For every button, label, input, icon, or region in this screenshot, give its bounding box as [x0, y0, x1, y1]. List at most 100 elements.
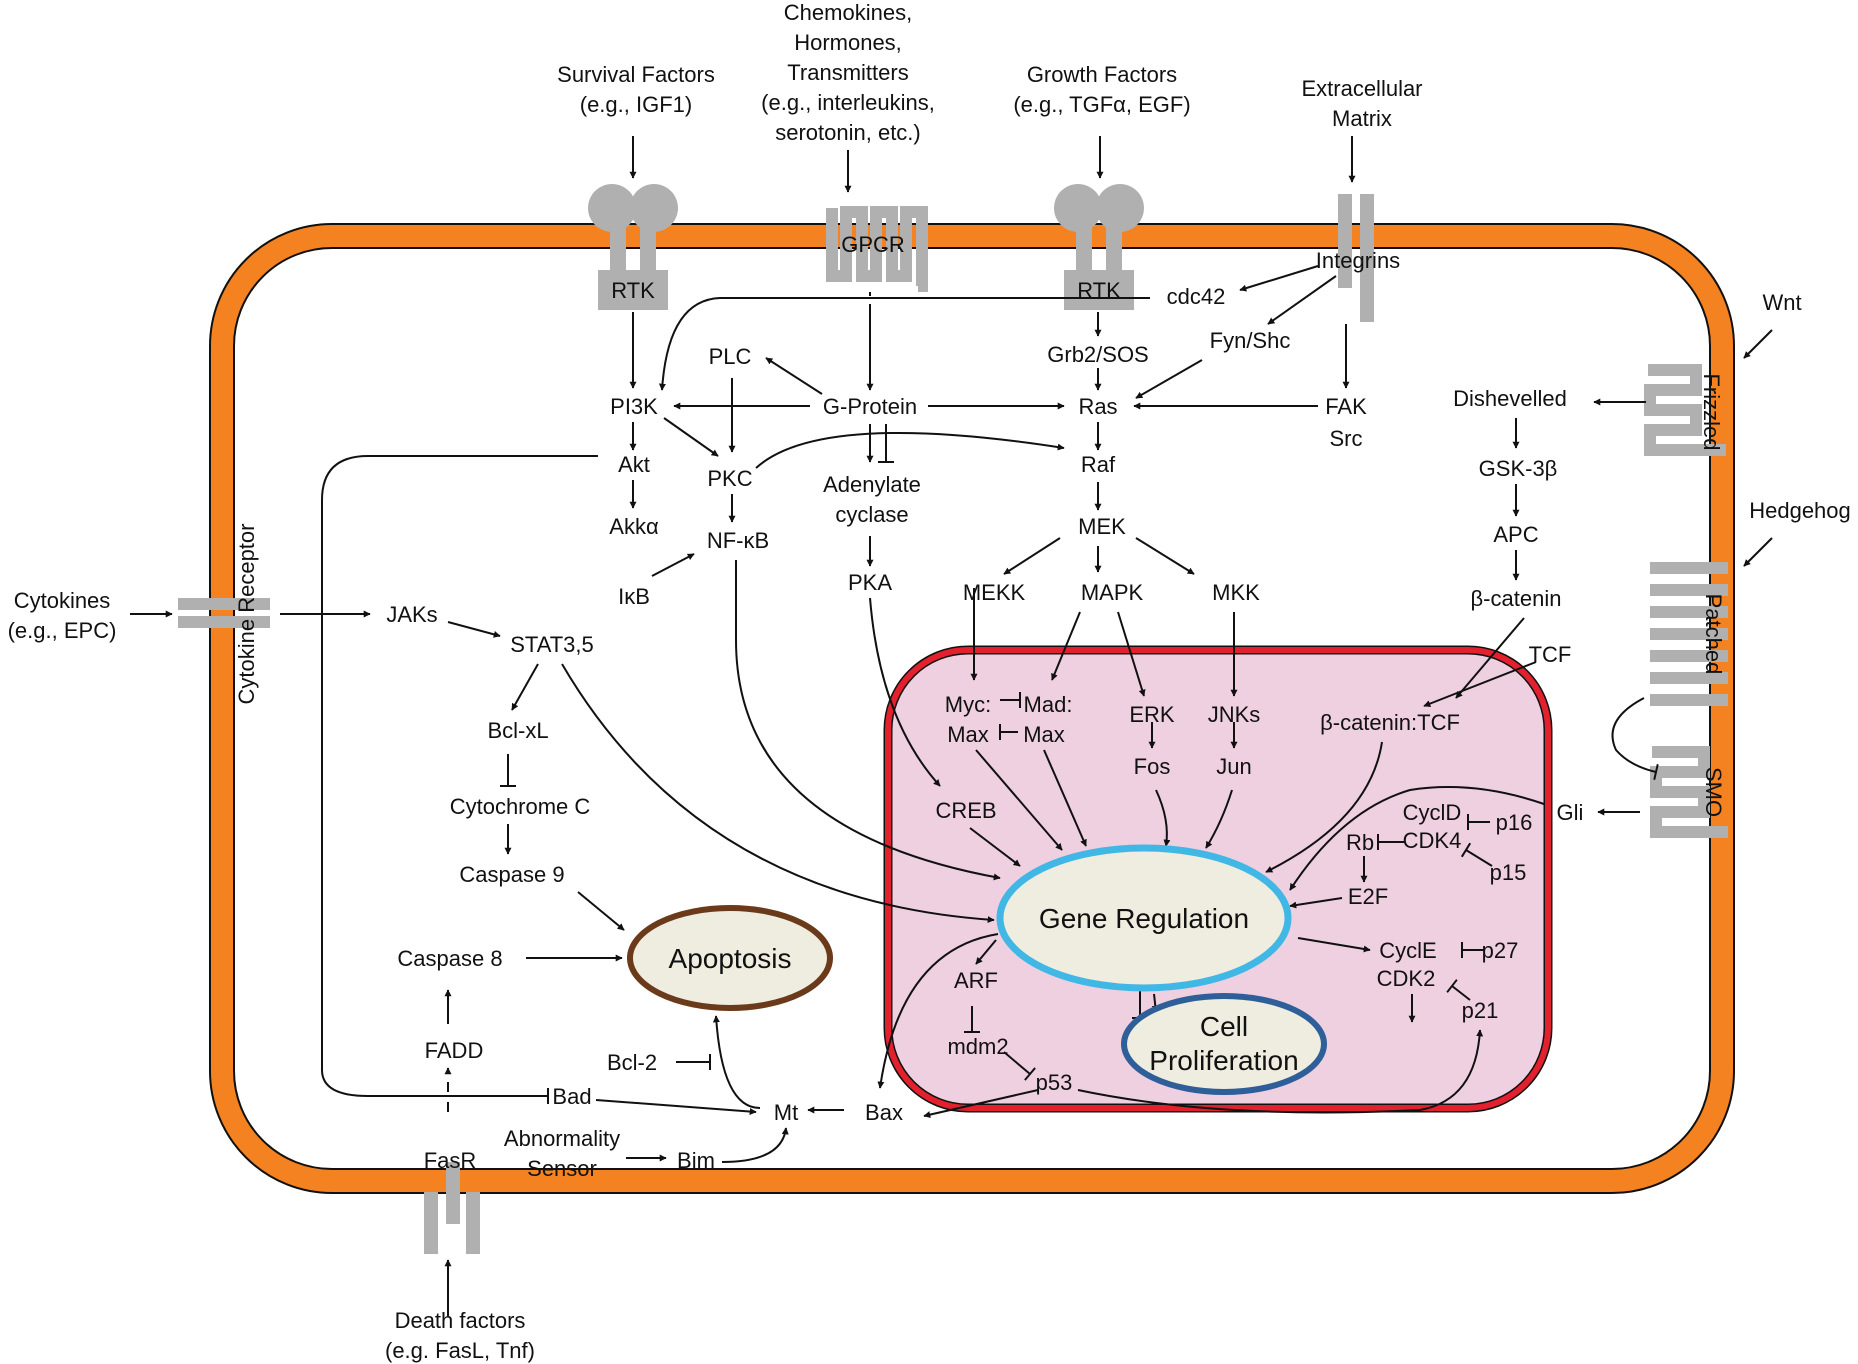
- smo-receptor: [1650, 746, 1728, 838]
- label-fasr: FasR: [424, 1148, 477, 1173]
- label-ras: Ras: [1078, 394, 1117, 419]
- label-e2f: E2F: [1348, 884, 1388, 909]
- label-src: Src: [1330, 426, 1363, 451]
- label-tcf: TCF: [1529, 642, 1572, 667]
- label-akka: Akkα: [609, 514, 659, 539]
- label-bax: Bax: [865, 1100, 903, 1125]
- label-growth-factors-example: (e.g., TGFα, EGF): [1013, 92, 1190, 117]
- label-akt: Akt: [618, 452, 650, 477]
- label-fadd: FADD: [425, 1038, 484, 1063]
- label-p15: p15: [1490, 860, 1527, 885]
- label-ikb: IκB: [618, 584, 650, 609]
- label-sensor: Sensor: [527, 1156, 597, 1181]
- label-cdk2: CDK2: [1377, 966, 1436, 991]
- label-rtk-left: RTK: [611, 278, 655, 303]
- label-apc: APC: [1493, 522, 1538, 547]
- rtk-receptor-right: [1054, 184, 1144, 310]
- label-gli: Gli: [1557, 800, 1584, 825]
- label-caspase9: Caspase 9: [459, 862, 564, 887]
- label-nfkb: NF-κB: [707, 528, 769, 553]
- label-mt: Mt: [774, 1100, 798, 1125]
- label-stat: STAT3,5: [510, 632, 594, 657]
- label-death-factors: Death factors: [395, 1308, 526, 1333]
- label-cyclid: CyclD: [1403, 800, 1462, 825]
- label-myc: Myc:: [945, 692, 991, 717]
- label-bcl2: Bcl-2: [607, 1050, 657, 1075]
- label-cytokines: Cytokines: [14, 588, 111, 613]
- fasr-receptor: [424, 1162, 480, 1254]
- cell-proliferation-ellipse: [1121, 993, 1327, 1095]
- label-cdc42: cdc42: [1167, 284, 1226, 309]
- label-pi3k: PI3K: [610, 394, 658, 419]
- label-gene-regulation: Gene Regulation: [1039, 903, 1249, 934]
- label-dishevelled: Dishevelled: [1453, 386, 1567, 411]
- label-proliferation: Proliferation: [1149, 1045, 1298, 1076]
- label-p21: p21: [1462, 998, 1499, 1023]
- label-pkc: PKC: [707, 466, 752, 491]
- label-hedgehog: Hedgehog: [1749, 498, 1851, 523]
- gene-regulation-ellipse: [996, 844, 1292, 992]
- label-bim: Bim: [677, 1148, 715, 1173]
- label-survival-factors: Survival Factors: [557, 62, 715, 87]
- cytokine-receptor: [178, 598, 270, 628]
- label-death-factors-example: (e.g. FasL, Tnf): [385, 1338, 535, 1363]
- label-max-2: Max: [1023, 722, 1065, 747]
- label-mekk: MEKK: [963, 580, 1026, 605]
- label-mkk: MKK: [1212, 580, 1260, 605]
- label-cell: Cell: [1200, 1011, 1248, 1042]
- label-caspase8: Caspase 8: [397, 946, 502, 971]
- label-transmitters: Transmitters: [787, 60, 908, 85]
- label-grb2sos: Grb2/SOS: [1047, 342, 1148, 367]
- label-cytochrome: Cytochrome C: [450, 794, 591, 819]
- integrin-receptor: [1338, 194, 1374, 322]
- label-adenylate: Adenylate: [823, 472, 921, 497]
- label-rtk-right: RTK: [1077, 278, 1121, 303]
- label-bcatenin: β-catenin: [1471, 586, 1562, 611]
- label-bad: Bad: [552, 1084, 591, 1109]
- label-cytokine-receptor: Cytokine Receptor: [234, 524, 259, 705]
- label-cdk4: CDK4: [1403, 828, 1462, 853]
- label-max-1: Max: [947, 722, 989, 747]
- label-survival-factors-example: (e.g., IGF1): [580, 92, 692, 117]
- label-matrix: Matrix: [1332, 106, 1392, 131]
- label-mdm2: mdm2: [947, 1034, 1008, 1059]
- label-smo: SMO: [1701, 767, 1726, 817]
- label-fos: Fos: [1134, 754, 1171, 779]
- label-growth-factors: Growth Factors: [1027, 62, 1177, 87]
- node-labels: Survival Factors (e.g., IGF1) Chemokines…: [8, 0, 1851, 1363]
- frizzled-receptor: [1644, 364, 1726, 456]
- label-cytokines-example: (e.g., EPC): [8, 618, 117, 643]
- label-cyclase: cyclase: [835, 502, 908, 527]
- label-p53: p53: [1036, 1070, 1073, 1095]
- label-gpcr: GPCR: [841, 232, 905, 257]
- label-pka: PKA: [848, 570, 892, 595]
- label-mapk: MAPK: [1081, 580, 1144, 605]
- label-mad: Mad:: [1024, 692, 1073, 717]
- gpcr-receptor: [826, 206, 928, 292]
- label-erk: ERK: [1129, 702, 1175, 727]
- label-jun: Jun: [1216, 754, 1251, 779]
- label-hormones: Hormones,: [794, 30, 902, 55]
- rtk-receptor-left: [588, 184, 678, 310]
- label-chemokines: Chemokines,: [784, 0, 912, 25]
- label-bclxl: Bcl-xL: [487, 718, 548, 743]
- pathway-connectors: [130, 136, 1773, 1316]
- label-frizzled: Frizzled: [1699, 373, 1724, 450]
- label-extracellular: Extracellular: [1301, 76, 1422, 101]
- label-interleukins: (e.g., interleukins,: [761, 90, 935, 115]
- label-jaks: JAKs: [386, 602, 437, 627]
- label-bcat-tcf: β-catenin:TCF: [1320, 710, 1460, 735]
- label-arf: ARF: [954, 968, 998, 993]
- label-abnormality: Abnormality: [504, 1126, 620, 1151]
- label-integrins: Integrins: [1316, 248, 1400, 273]
- label-gprotein: G-Protein: [823, 394, 917, 419]
- label-jnks: JNKs: [1208, 702, 1261, 727]
- label-cycle: CyclE: [1379, 938, 1436, 963]
- label-raf: Raf: [1081, 452, 1116, 477]
- label-creb: CREB: [935, 798, 996, 823]
- label-apoptosis: Apoptosis: [669, 943, 792, 974]
- label-mek: MEK: [1078, 514, 1126, 539]
- label-serotonin: serotonin, etc.): [775, 120, 921, 145]
- label-p16: p16: [1496, 810, 1533, 835]
